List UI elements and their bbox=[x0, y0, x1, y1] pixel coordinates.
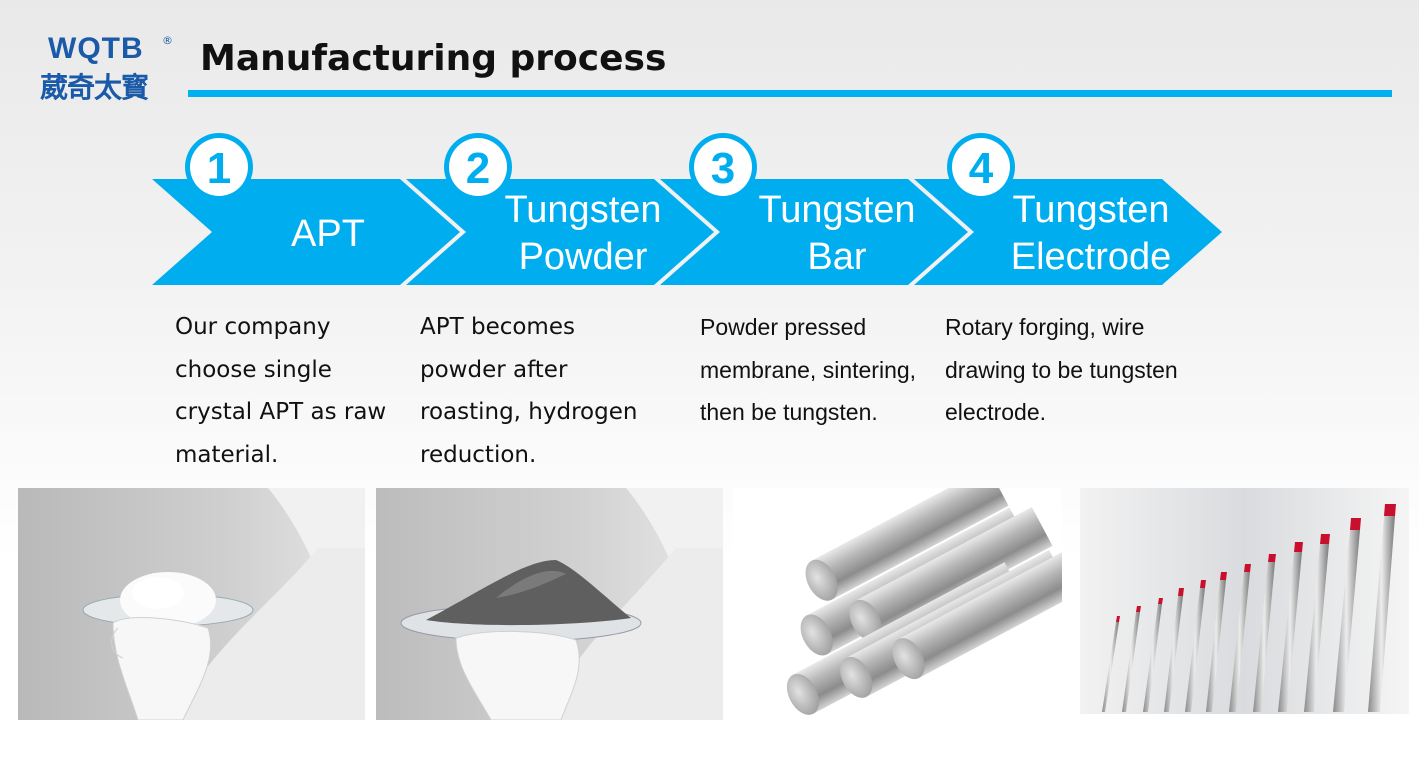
logo-wordmark: WQTB bbox=[48, 32, 144, 65]
page-title: Manufacturing process bbox=[200, 38, 667, 79]
description-line: drawing to be tungsten bbox=[945, 356, 1178, 383]
logo-chinese-name: 葳奇太寳 bbox=[40, 71, 149, 104]
step-2-description: APT becomes powder after roasting, hydro… bbox=[420, 306, 637, 476]
tungsten-bars-photo bbox=[733, 488, 1062, 718]
step-1-badge bbox=[190, 138, 248, 196]
electrode-rods bbox=[1102, 504, 1396, 712]
step-3-badge bbox=[694, 138, 752, 196]
step-3-chevron bbox=[660, 179, 968, 285]
registered-mark: ® bbox=[162, 34, 173, 47]
step-4-chevron bbox=[914, 179, 1222, 285]
description-line: material. bbox=[175, 441, 279, 468]
step-2-chevron bbox=[406, 179, 714, 285]
step-3-label-line-1: Tungsten bbox=[758, 189, 915, 231]
description-line: electrode. bbox=[945, 399, 1047, 425]
step-3: 3 Tungsten Bar bbox=[660, 133, 968, 285]
description-line: powder after bbox=[420, 356, 568, 383]
step-3-label-line-2: Bar bbox=[807, 236, 866, 278]
step-3-description: Powder pressed membrane, sintering, then… bbox=[700, 306, 916, 434]
company-logo: WQTB ® 葳奇太寳 bbox=[38, 32, 178, 104]
step-4-label-line-1: Tungsten bbox=[1012, 189, 1169, 231]
step-3-number: 3 bbox=[711, 144, 735, 193]
step-2-badge bbox=[449, 138, 507, 196]
tungsten-electrodes-photo bbox=[1080, 488, 1409, 714]
step-2-number: 2 bbox=[466, 144, 490, 193]
step-4-badge bbox=[952, 138, 1010, 196]
step-1-description: Our company choose single crystal APT as… bbox=[175, 306, 386, 476]
tungsten-powder-photo bbox=[376, 488, 723, 720]
description-line: reduction. bbox=[420, 441, 537, 468]
title-underline bbox=[188, 90, 1392, 97]
description-line: then be tungsten. bbox=[700, 399, 878, 425]
step-4: 4 Tungsten Electrode bbox=[914, 133, 1222, 285]
step-2-label-line-2: Powder bbox=[519, 236, 648, 278]
step-4-description: Rotary forging, wire drawing to be tungs… bbox=[945, 306, 1178, 434]
step-1-number: 1 bbox=[207, 144, 231, 193]
apt-crystals-photo bbox=[18, 488, 365, 720]
description-line: membrane, sintering, bbox=[700, 356, 917, 383]
description-line: crystal APT as raw bbox=[175, 399, 387, 425]
process-steps: 1 APT 2 Tungsten Powder 3 Tungsten Bar 4… bbox=[152, 133, 1222, 285]
description-line: roasting, hydrogen bbox=[420, 399, 638, 425]
step-2: 2 Tungsten Powder bbox=[406, 133, 714, 285]
description-line: Rotary forging, wire bbox=[945, 314, 1145, 340]
description-line: Our company bbox=[175, 314, 331, 340]
step-1-chevron bbox=[152, 179, 460, 285]
step-4-label-line-2: Electrode bbox=[1011, 236, 1172, 278]
description-line: APT becomes bbox=[420, 314, 575, 340]
step-1-label: APT bbox=[291, 213, 365, 255]
step-4-number: 4 bbox=[969, 144, 994, 193]
description-line: Powder pressed bbox=[700, 314, 867, 340]
step-2-label-line-1: Tungsten bbox=[504, 189, 661, 231]
step-1: 1 APT bbox=[152, 133, 460, 285]
description-line: choose single bbox=[175, 356, 332, 383]
